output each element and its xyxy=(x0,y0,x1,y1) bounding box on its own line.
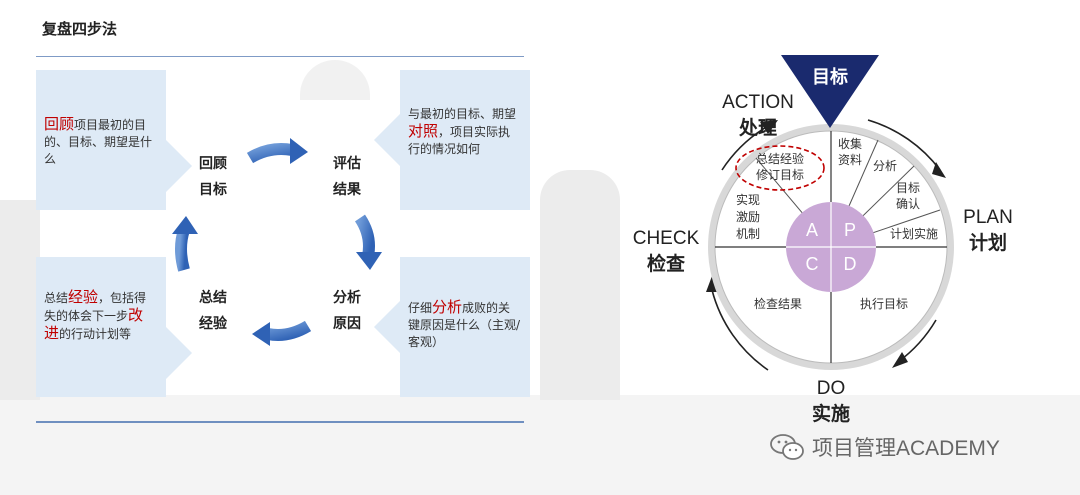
callout-review: 回顾项目最初的目的、目标、期望是什么 xyxy=(36,70,192,210)
step-label: 原因 xyxy=(333,316,361,332)
segment-label: 分析 xyxy=(873,159,897,173)
arrow-down xyxy=(354,214,382,270)
step-label: 总结 xyxy=(199,290,227,306)
arrow-left xyxy=(252,320,312,346)
letter-a: A xyxy=(806,220,818,240)
check-label: CHECK xyxy=(633,228,700,249)
segment-label: 修订目标 xyxy=(756,167,804,182)
cycle-arrow xyxy=(867,119,941,171)
callout-summarize: 总结经验，包括得失的体会下一步改进的行动计划等 xyxy=(36,257,192,397)
background-silhouette xyxy=(540,170,620,400)
target-label: 目标 xyxy=(812,66,848,88)
segment-label: 执行目标 xyxy=(860,297,908,311)
divider xyxy=(36,56,524,57)
step-analyze: 分析原因 xyxy=(322,285,372,337)
divider xyxy=(36,421,524,423)
segment-label: 激励 xyxy=(736,210,760,224)
segment-label: 检查结果 xyxy=(754,296,802,311)
segment-label: 计划实施 xyxy=(890,226,938,241)
letter-p: P xyxy=(844,220,856,240)
cycle-arrow xyxy=(721,125,769,171)
callout-highlight: 经验 xyxy=(68,288,99,306)
segment-label: 机制 xyxy=(736,227,760,241)
callout-text: 与最初的目标、期望 xyxy=(408,107,517,121)
background-silhouette xyxy=(0,200,40,400)
callout-text: ，包括得失的体会下一步 xyxy=(44,291,147,323)
segment-label: 实现 xyxy=(736,192,760,207)
step-label: 评估 xyxy=(333,156,361,172)
highlight-ellipse xyxy=(735,145,825,191)
cycle-arrowhead xyxy=(760,120,778,134)
step-summarize: 总结经验 xyxy=(188,285,238,337)
action-label-cn: 处理 xyxy=(738,116,777,139)
callout-highlight: 对照 xyxy=(408,122,439,140)
callout-highlight: 回顾 xyxy=(44,115,75,133)
callout-text: 项目最初的目的、目标、期望是什么 xyxy=(44,118,153,166)
segment-label: 资料 xyxy=(838,153,862,167)
arrow-up xyxy=(172,216,198,272)
step-label: 分析 xyxy=(333,290,361,306)
cycle-arrowhead xyxy=(892,352,908,368)
target-triangle xyxy=(781,55,879,128)
check-label-cn: 检查 xyxy=(647,252,686,275)
step-label: 目标 xyxy=(199,182,227,198)
step-evaluate: 评估结果 xyxy=(322,151,372,203)
background-band xyxy=(0,395,1080,495)
watermark-text: 项目管理ACADEMY xyxy=(812,437,1000,460)
step-label: 结果 xyxy=(333,182,361,198)
action-label: ACTION xyxy=(722,92,794,113)
callout-text: 的行动计划等 xyxy=(59,327,132,341)
background-silhouette xyxy=(300,60,370,100)
callout-text: 成败的关键原因是什么（主观/客观） xyxy=(408,301,521,349)
cycle-arrowhead xyxy=(932,162,946,178)
wechat-icon xyxy=(770,434,804,460)
cycle-arrow xyxy=(711,289,769,371)
pdca-cycle: A P C D 总结经验 修订目标 收集 资料 分析 目标 确认 计划实施 实现… xyxy=(633,55,1013,425)
arrow-right xyxy=(246,138,308,164)
segment-label: 确认 xyxy=(896,197,920,211)
callout-highlight: 分析 xyxy=(432,298,463,316)
plan-label-cn: 计划 xyxy=(969,231,1007,254)
callout-analyze: 仔细分析成败的关键原因是什么（主观/客观） xyxy=(374,257,530,397)
do-label-cn: 实施 xyxy=(812,402,850,425)
step-label: 回顾 xyxy=(199,156,227,172)
callout-evaluate: 与最初的目标、期望对照，项目实际执行的情况如何 xyxy=(374,70,530,210)
watermark: 项目管理ACADEMY xyxy=(770,432,1000,462)
letter-c: C xyxy=(806,254,819,274)
letter-d: D xyxy=(844,254,857,274)
segment-label: 收集 xyxy=(838,136,862,151)
segment-label: 总结经验 xyxy=(756,151,804,166)
segment-label: 目标 xyxy=(896,181,920,195)
callout-text: 仔细 xyxy=(408,301,433,315)
callout-text: ，项目实际执行的情况如何 xyxy=(408,125,511,156)
cycle-arrows xyxy=(172,138,382,346)
callout-text: 总结 xyxy=(44,291,69,305)
step-label: 经验 xyxy=(199,316,227,332)
plan-label: PLAN xyxy=(963,207,1013,228)
step-review: 回顾目标 xyxy=(188,151,238,203)
callout-highlight: 改进 xyxy=(44,306,144,342)
do-label: DO xyxy=(817,378,846,399)
page-title: 复盘四步法 xyxy=(42,20,118,38)
